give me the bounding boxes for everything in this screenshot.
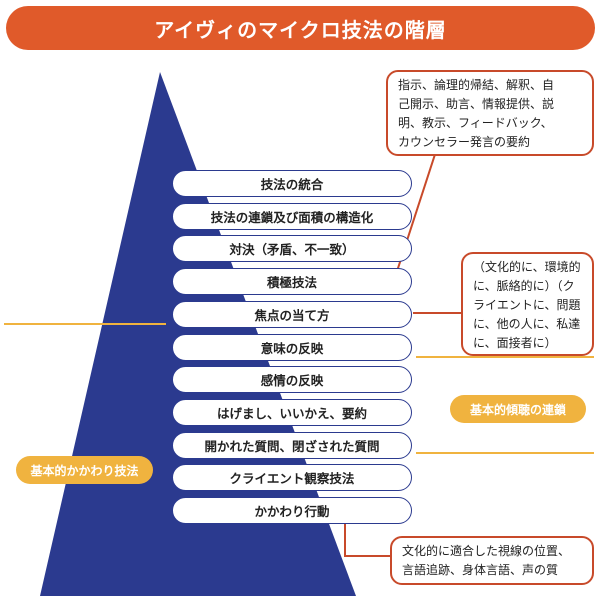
technique-4: 積極技法 <box>172 268 412 296</box>
technique-6: 意味の反映 <box>172 333 412 361</box>
basic-listening-label: 基本的傾聴の連鎖 <box>450 395 586 423</box>
basic-attending-label: 基本的かかわり技法 <box>16 456 153 484</box>
callout-focus: （文化的に、環境的 に、脈絡的に）（ク ライエントに、問題 に、他の人に、私達 … <box>461 252 594 356</box>
technique-1: 技法の統合 <box>172 170 412 197</box>
connector-attending-h <box>344 555 390 557</box>
technique-11: かかわり行動 <box>172 497 412 524</box>
connector-attending-v <box>344 520 346 557</box>
title-banner: アイヴィのマイクロ技法の階層 <box>6 6 595 50</box>
listening-divider-lower <box>416 452 594 454</box>
technique-3: 対決（矛盾、不一致） <box>172 235 412 263</box>
callout-attending: 文化的に適合した視線の位置、 言語追跡、身体言語、声の質 <box>390 536 594 585</box>
technique-10: クライエント観察技法 <box>172 464 412 492</box>
page-title: アイヴィのマイクロ技法の階層 <box>154 17 447 42</box>
attending-divider-left <box>4 323 166 325</box>
listening-divider-upper <box>416 356 594 358</box>
technique-2: 技法の連鎖及び面積の構造化 <box>172 202 412 230</box>
technique-5: 焦点の当て方 <box>172 300 412 328</box>
technique-9: 開かれた質問、閉ざされた質問 <box>172 431 412 459</box>
callout-active-skills: 指示、論理的帰結、解釈、自 己開示、助言、情報提供、説 明、教示、フィードバック… <box>386 70 594 156</box>
connector-focus <box>413 312 463 314</box>
technique-8: はげまし、いいかえ、要約 <box>172 398 412 426</box>
technique-7: 感情の反映 <box>172 366 412 394</box>
